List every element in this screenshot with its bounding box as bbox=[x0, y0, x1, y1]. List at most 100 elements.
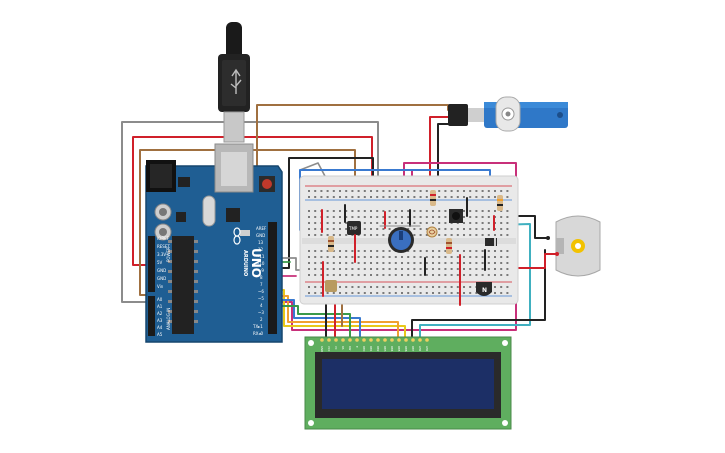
breadboard-hole bbox=[407, 196, 410, 198]
breadboard-hole bbox=[506, 190, 509, 192]
breadboard-hole bbox=[308, 268, 310, 270]
breadboard-hole bbox=[506, 256, 509, 258]
breadboard-hole bbox=[370, 190, 372, 192]
breadboard-hole bbox=[413, 250, 416, 252]
pin-label: GND bbox=[256, 233, 265, 238]
breadboard-hole bbox=[463, 190, 465, 192]
capacitor bbox=[325, 280, 337, 292]
breadboard-hole bbox=[413, 190, 416, 192]
breadboard-hole bbox=[438, 210, 441, 212]
breadboard-hole bbox=[444, 190, 447, 192]
breadboard-hole bbox=[308, 256, 310, 258]
breadboard-hole bbox=[425, 196, 428, 198]
breadboard-hole bbox=[320, 274, 323, 276]
breadboard-hole bbox=[469, 268, 472, 270]
breadboard-hole bbox=[382, 292, 385, 294]
breadboard-hole bbox=[363, 196, 366, 198]
breadboard-hole bbox=[308, 228, 310, 230]
pin-label: ~11 bbox=[256, 254, 265, 259]
breadboard-hole bbox=[481, 274, 484, 276]
breadboard-hole bbox=[320, 262, 323, 264]
lcd-pin bbox=[369, 338, 373, 342]
breadboard-hole bbox=[425, 250, 428, 252]
lcd-pin bbox=[404, 338, 408, 342]
breadboard-hole bbox=[388, 262, 391, 264]
breadboard-hole bbox=[376, 274, 379, 276]
breadboard-hole bbox=[394, 222, 397, 224]
lcd-pin-label: E bbox=[355, 346, 359, 348]
lcd-pin bbox=[348, 338, 352, 342]
breadboard-hole bbox=[320, 190, 323, 192]
breadboard-hole bbox=[345, 250, 348, 252]
breadboard-hole bbox=[450, 228, 453, 230]
pushbutton-icon bbox=[449, 209, 463, 223]
diode-icon bbox=[485, 238, 497, 246]
lcd-pin-label: LED bbox=[425, 346, 429, 351]
breadboard-hole bbox=[487, 274, 490, 276]
breadboard-hole bbox=[469, 222, 472, 224]
breadboard-hole bbox=[506, 250, 509, 252]
breadboard-hole bbox=[394, 216, 397, 218]
breadboard-hole bbox=[463, 286, 465, 288]
breadboard-hole bbox=[438, 196, 441, 198]
breadboard-hole bbox=[363, 292, 366, 294]
breadboard-hole bbox=[339, 210, 341, 212]
breadboard-hole bbox=[463, 262, 465, 264]
resistor bbox=[430, 190, 436, 206]
breadboard-hole bbox=[308, 190, 310, 192]
breadboard-hole bbox=[370, 234, 372, 236]
breadboard-hole bbox=[345, 190, 348, 192]
breadboard-hole bbox=[438, 228, 441, 230]
breadboard-hole bbox=[314, 286, 317, 288]
breadboard-hole bbox=[339, 234, 341, 236]
breadboard-hole bbox=[444, 210, 447, 212]
breadboard-hole bbox=[475, 234, 478, 236]
breadboard-hole bbox=[438, 262, 441, 264]
breadboard-hole bbox=[494, 250, 496, 252]
lcd-pin-label: VCC bbox=[327, 346, 331, 352]
breadboard-hole bbox=[326, 196, 329, 198]
lcd-pin bbox=[355, 338, 359, 342]
breadboard-hole bbox=[456, 268, 459, 270]
breadboard-hole bbox=[469, 250, 472, 252]
breadboard-hole bbox=[500, 286, 503, 288]
breadboard-hole bbox=[320, 286, 323, 288]
breadboard-hole bbox=[314, 196, 317, 198]
lcd-pin-label: DB2 bbox=[376, 346, 380, 352]
breadboard-hole bbox=[481, 210, 484, 212]
breadboard-hole bbox=[376, 286, 379, 288]
breadboard-hole bbox=[425, 210, 428, 212]
analog-pin-labels: A0 A1 A2 A3 A4 A5 bbox=[157, 297, 163, 337]
breadboard-hole bbox=[425, 256, 428, 258]
breadboard-hole bbox=[388, 292, 391, 294]
breadboard-hole bbox=[332, 256, 335, 258]
breadboard-hole bbox=[432, 210, 434, 212]
breadboard-hole bbox=[432, 286, 434, 288]
pin-label: 4 bbox=[260, 303, 263, 308]
breadboard-hole bbox=[500, 234, 503, 236]
breadboard-hole bbox=[376, 292, 379, 294]
breadboard-hole bbox=[419, 190, 422, 192]
breadboard-hole bbox=[314, 216, 317, 218]
breadboard-hole bbox=[394, 190, 397, 192]
breadboard-hole bbox=[394, 256, 397, 258]
wire-red-5v bbox=[132, 136, 373, 266]
breadboard-hole bbox=[481, 234, 484, 236]
lcd-pin bbox=[390, 338, 394, 342]
breadboard-hole bbox=[339, 256, 341, 258]
breadboard-hole bbox=[456, 256, 459, 258]
breadboard-hole bbox=[332, 216, 335, 218]
breadboard-hole bbox=[382, 268, 385, 270]
breadboard-hole bbox=[463, 228, 465, 230]
breadboard-hole bbox=[388, 228, 391, 230]
breadboard-hole bbox=[376, 216, 379, 218]
digital-pin-labels: AREF GND 13 12 ~11 ~10 ~9 8 7 ~6 ~5 4 ~3… bbox=[252, 226, 267, 336]
breadboard-hole bbox=[382, 234, 385, 236]
pin-label: ~9 bbox=[258, 268, 264, 273]
lcd-pin bbox=[418, 338, 422, 342]
breadboard-hole bbox=[376, 190, 379, 192]
breadboard-hole bbox=[463, 210, 465, 212]
breadboard-hole bbox=[376, 234, 379, 236]
breadboard-hole bbox=[413, 262, 416, 264]
